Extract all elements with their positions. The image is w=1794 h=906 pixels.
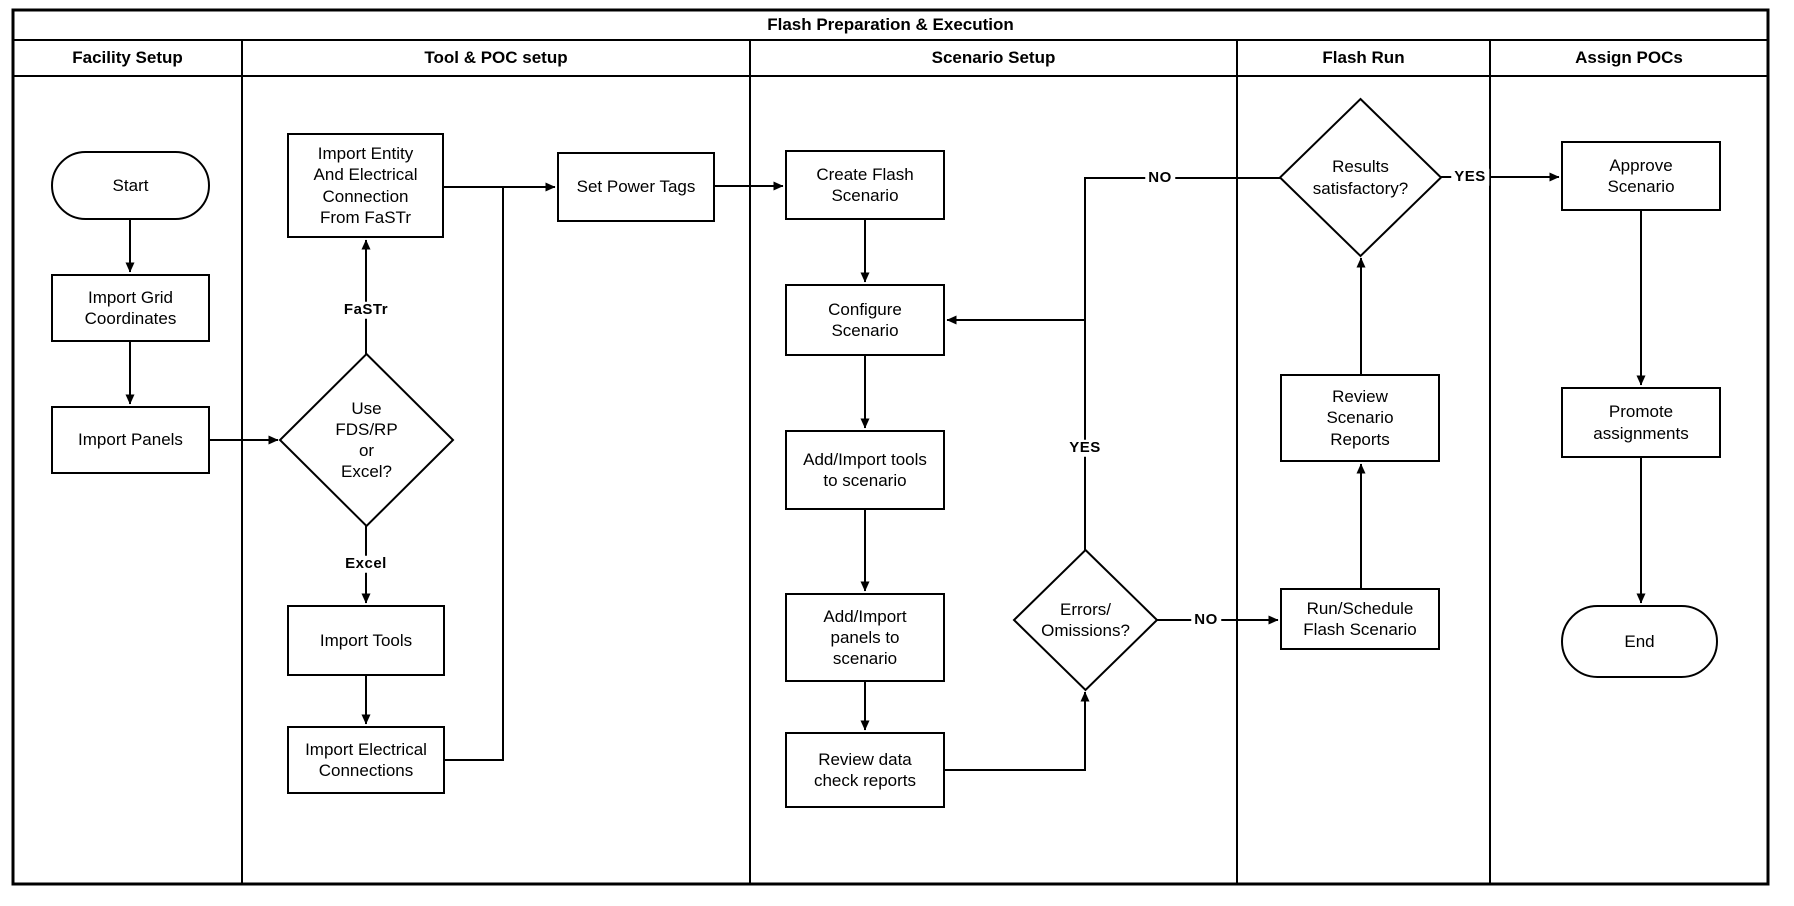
edge-label-errors-no-branch: NO — [1191, 611, 1221, 629]
node-promote-assignments: Promote assignments — [1561, 387, 1721, 458]
node-add-import-tools-to-scenario: Add/Import tools to scenario — [785, 430, 945, 510]
lane-header-assign-pocs: Assign POCs — [1575, 48, 1683, 67]
pool-border — [11, 8, 1770, 886]
lane-header-flash-run: Flash Run — [1322, 48, 1405, 67]
node-start: Start — [51, 151, 210, 220]
decision-diamonds — [278, 97, 1443, 692]
node-add-import-panels-to-scenario: Add/Import panels to scenario — [785, 593, 945, 682]
node-import-electrical-connections: Import Electrical Connections — [287, 726, 445, 794]
edge-label-excel-branch: Excel — [342, 555, 390, 573]
node-create-flash-scenario: Create Flash Scenario — [785, 150, 945, 220]
node-import-grid-coordinates: Import Grid Coordinates — [51, 274, 210, 342]
edge-results-satisfactory-to-configure-scenario — [946, 177, 1280, 325]
node-shape-results-satisfactory — [1278, 97, 1443, 258]
node-configure-scenario: Configure Scenario — [785, 284, 945, 356]
lane-header-facility-setup: Facility Setup — [72, 48, 183, 67]
node-review-scenario-reports: Review Scenario Reports — [1280, 374, 1440, 462]
node-results-satisfactory: Results satisfactory? — [1312, 157, 1409, 198]
edge-import-electrical-connections-to-set-power-tags — [445, 187, 504, 761]
node-shape-errors-omissions — [1012, 548, 1159, 692]
edge-label-results-yes-branch: YES — [1451, 168, 1489, 186]
lane-header-scenario-setup: Scenario Setup — [931, 48, 1056, 67]
node-shape-use-fds-rp-or-excel — [278, 352, 455, 528]
lane-header-tool-poc-setup: Tool & POC setup — [424, 48, 568, 67]
node-review-data-check-reports: Review data check reports — [785, 732, 945, 808]
node-approve-scenario: Approve Scenario — [1561, 141, 1721, 211]
node-set-power-tags: Set Power Tags — [557, 152, 715, 222]
edge-label-errors-yes-branch: YES — [1066, 439, 1104, 457]
node-import-panels: Import Panels — [51, 406, 210, 474]
edge-review-data-check-reports-to-errors-omissions — [945, 691, 1090, 771]
edge-label-results-no-branch: NO — [1145, 169, 1175, 187]
swimlane-frame — [11, 8, 1770, 886]
node-import-tools: Import Tools — [287, 605, 445, 676]
node-import-entity-from-fastr: Import Entity And Electrical Connection … — [287, 133, 444, 238]
node-run-schedule-flash-scenario: Run/Schedule Flash Scenario — [1280, 588, 1440, 650]
edge-label-fastr-branch: FaSTr — [340, 301, 392, 319]
node-errors-omissions: Errors/ Omissions? — [1041, 599, 1130, 640]
node-end: End — [1561, 605, 1718, 678]
node-use-fds-rp-or-excel: Use FDS/RP or Excel? — [335, 398, 398, 482]
diagram-title: Flash Preparation & Execution — [767, 15, 1014, 34]
